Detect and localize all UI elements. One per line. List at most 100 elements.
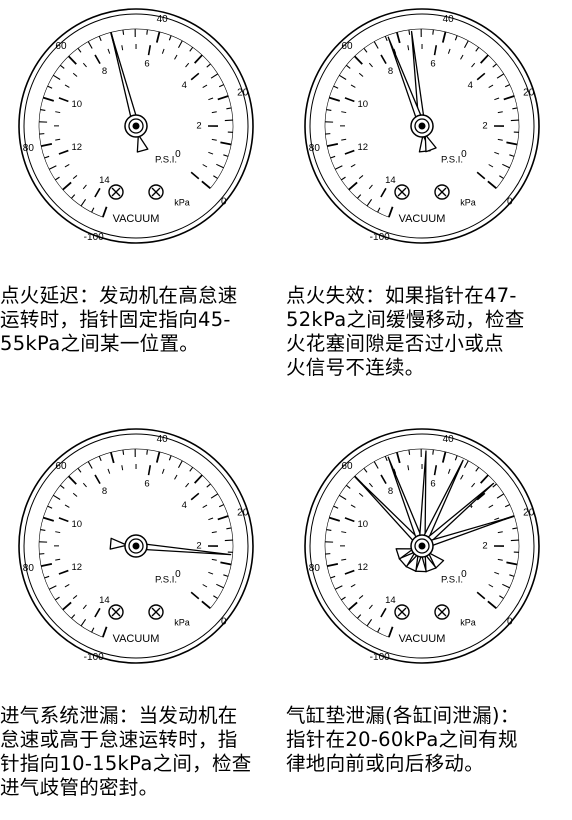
psi-tick [149,465,151,475]
kpa-tick [43,98,54,101]
psi-tick [359,493,363,496]
kpa-tick [216,584,223,587]
psi-tick [55,112,60,113]
kpa-tick [502,164,509,167]
kpa-tick [506,142,517,144]
psi-tick [95,475,100,484]
psi-label-6: 6 [144,58,149,69]
kpa-label-60: 60 [341,461,353,472]
kpa-tick [493,64,497,67]
psi-tick [65,85,69,88]
kpa-tick [499,596,503,599]
psi-tick [494,518,499,520]
psi-label-14: 14 [99,175,110,186]
kpa-tick [48,506,53,508]
kpa-tick [385,36,387,41]
kpa-tick [216,164,223,167]
kpa-tick [103,627,107,637]
psi-tick [489,505,493,507]
psi-tick [65,164,69,166]
kpa-tick [55,597,59,600]
kpa-label-80: 80 [309,563,321,574]
psi-tick [65,505,69,508]
kpa-tick [92,628,94,632]
kpa-tick [329,518,340,521]
psi-label-2: 2 [196,121,201,132]
kpa-tick [190,47,193,51]
psi-label-4: 4 [182,80,187,91]
psi-label-12: 12 [71,562,82,573]
caption-misfire: 点火失效：如果指针在47- 52kPa之间缓慢移动，检查 火花塞间隙是否过小或点… [286,284,566,380]
kpa-tick [389,627,393,637]
psi-tick [108,49,110,54]
psi-unit-label: P.S.I. [155,155,177,166]
psi-label-10: 10 [72,519,83,530]
kpa-tick [41,564,52,566]
kpa-tick [357,195,360,199]
kpa-tick [169,36,171,41]
kpa-tick [397,32,400,43]
kpa-tick [81,199,86,206]
psi-tick [341,532,346,533]
kpa-tick [157,32,160,43]
kpa-tick [509,155,514,157]
kpa-label-60: 60 [341,41,353,52]
psi-tick [359,73,363,76]
psi-label-14: 14 [99,595,110,606]
psi-label-10: 10 [358,99,369,110]
psi-unit-label: P.S.I. [441,575,463,586]
psi-label-8: 8 [102,486,107,497]
psi-tick [381,55,386,64]
psi-tick [351,85,355,88]
kpa-tick [502,584,509,587]
psi-tick [59,151,68,154]
kpa-tick [220,562,231,564]
kpa-unit-label: kPa [460,617,476,627]
kpa-tick [223,155,228,157]
psi-tick [208,572,213,574]
kpa-tick [389,207,393,217]
psi-tick [73,73,77,76]
kpa-label-60: 60 [55,41,67,52]
psi-tick [208,518,213,520]
kpa-tick [367,619,372,626]
kpa-tick [327,564,338,566]
kpa-tick [341,597,345,600]
kpa-tick [367,199,372,206]
kpa-tick [346,65,350,68]
kpa-tick [349,602,357,609]
panel-head-gasket-leak: 1412108642-1008060402000P.S.I.kPaVACUUM … [286,420,572,820]
kpa-tick [219,505,224,507]
kpa-tick [512,108,517,109]
kpa-tick [334,506,339,508]
psi-tick [498,139,503,140]
kpa-tick [202,181,210,188]
vacuum-label: VACUUM [399,633,446,645]
kpa-tick [512,528,517,529]
psi-tick [95,55,100,64]
psi-tick [149,45,151,55]
kpa-tick [99,36,101,41]
kpa-tick [326,110,331,111]
psi-tick [494,98,499,100]
psi-tick [472,63,475,67]
psi-tick [498,532,503,533]
kpa-label-40: 40 [443,14,455,25]
psi-tick [122,45,123,50]
kpa-tick [211,494,218,498]
psi-tick [489,85,493,87]
kpa-tick [69,56,77,64]
kpa-unit-label: kPa [174,617,190,627]
psi-tick [186,63,189,67]
kpa-tick [49,166,56,170]
psi-tick [175,475,178,479]
psi-tick [381,188,386,197]
kpa-tick [409,450,410,455]
psi-tick [351,584,355,586]
kpa-tick [99,456,101,461]
kpa-label-100: -100 [370,652,390,663]
caption-ignition-delay: 点火延迟：发动机在高怠速 运转时，指针固定指向45- 55kPa之间某一位置。 [0,284,280,356]
